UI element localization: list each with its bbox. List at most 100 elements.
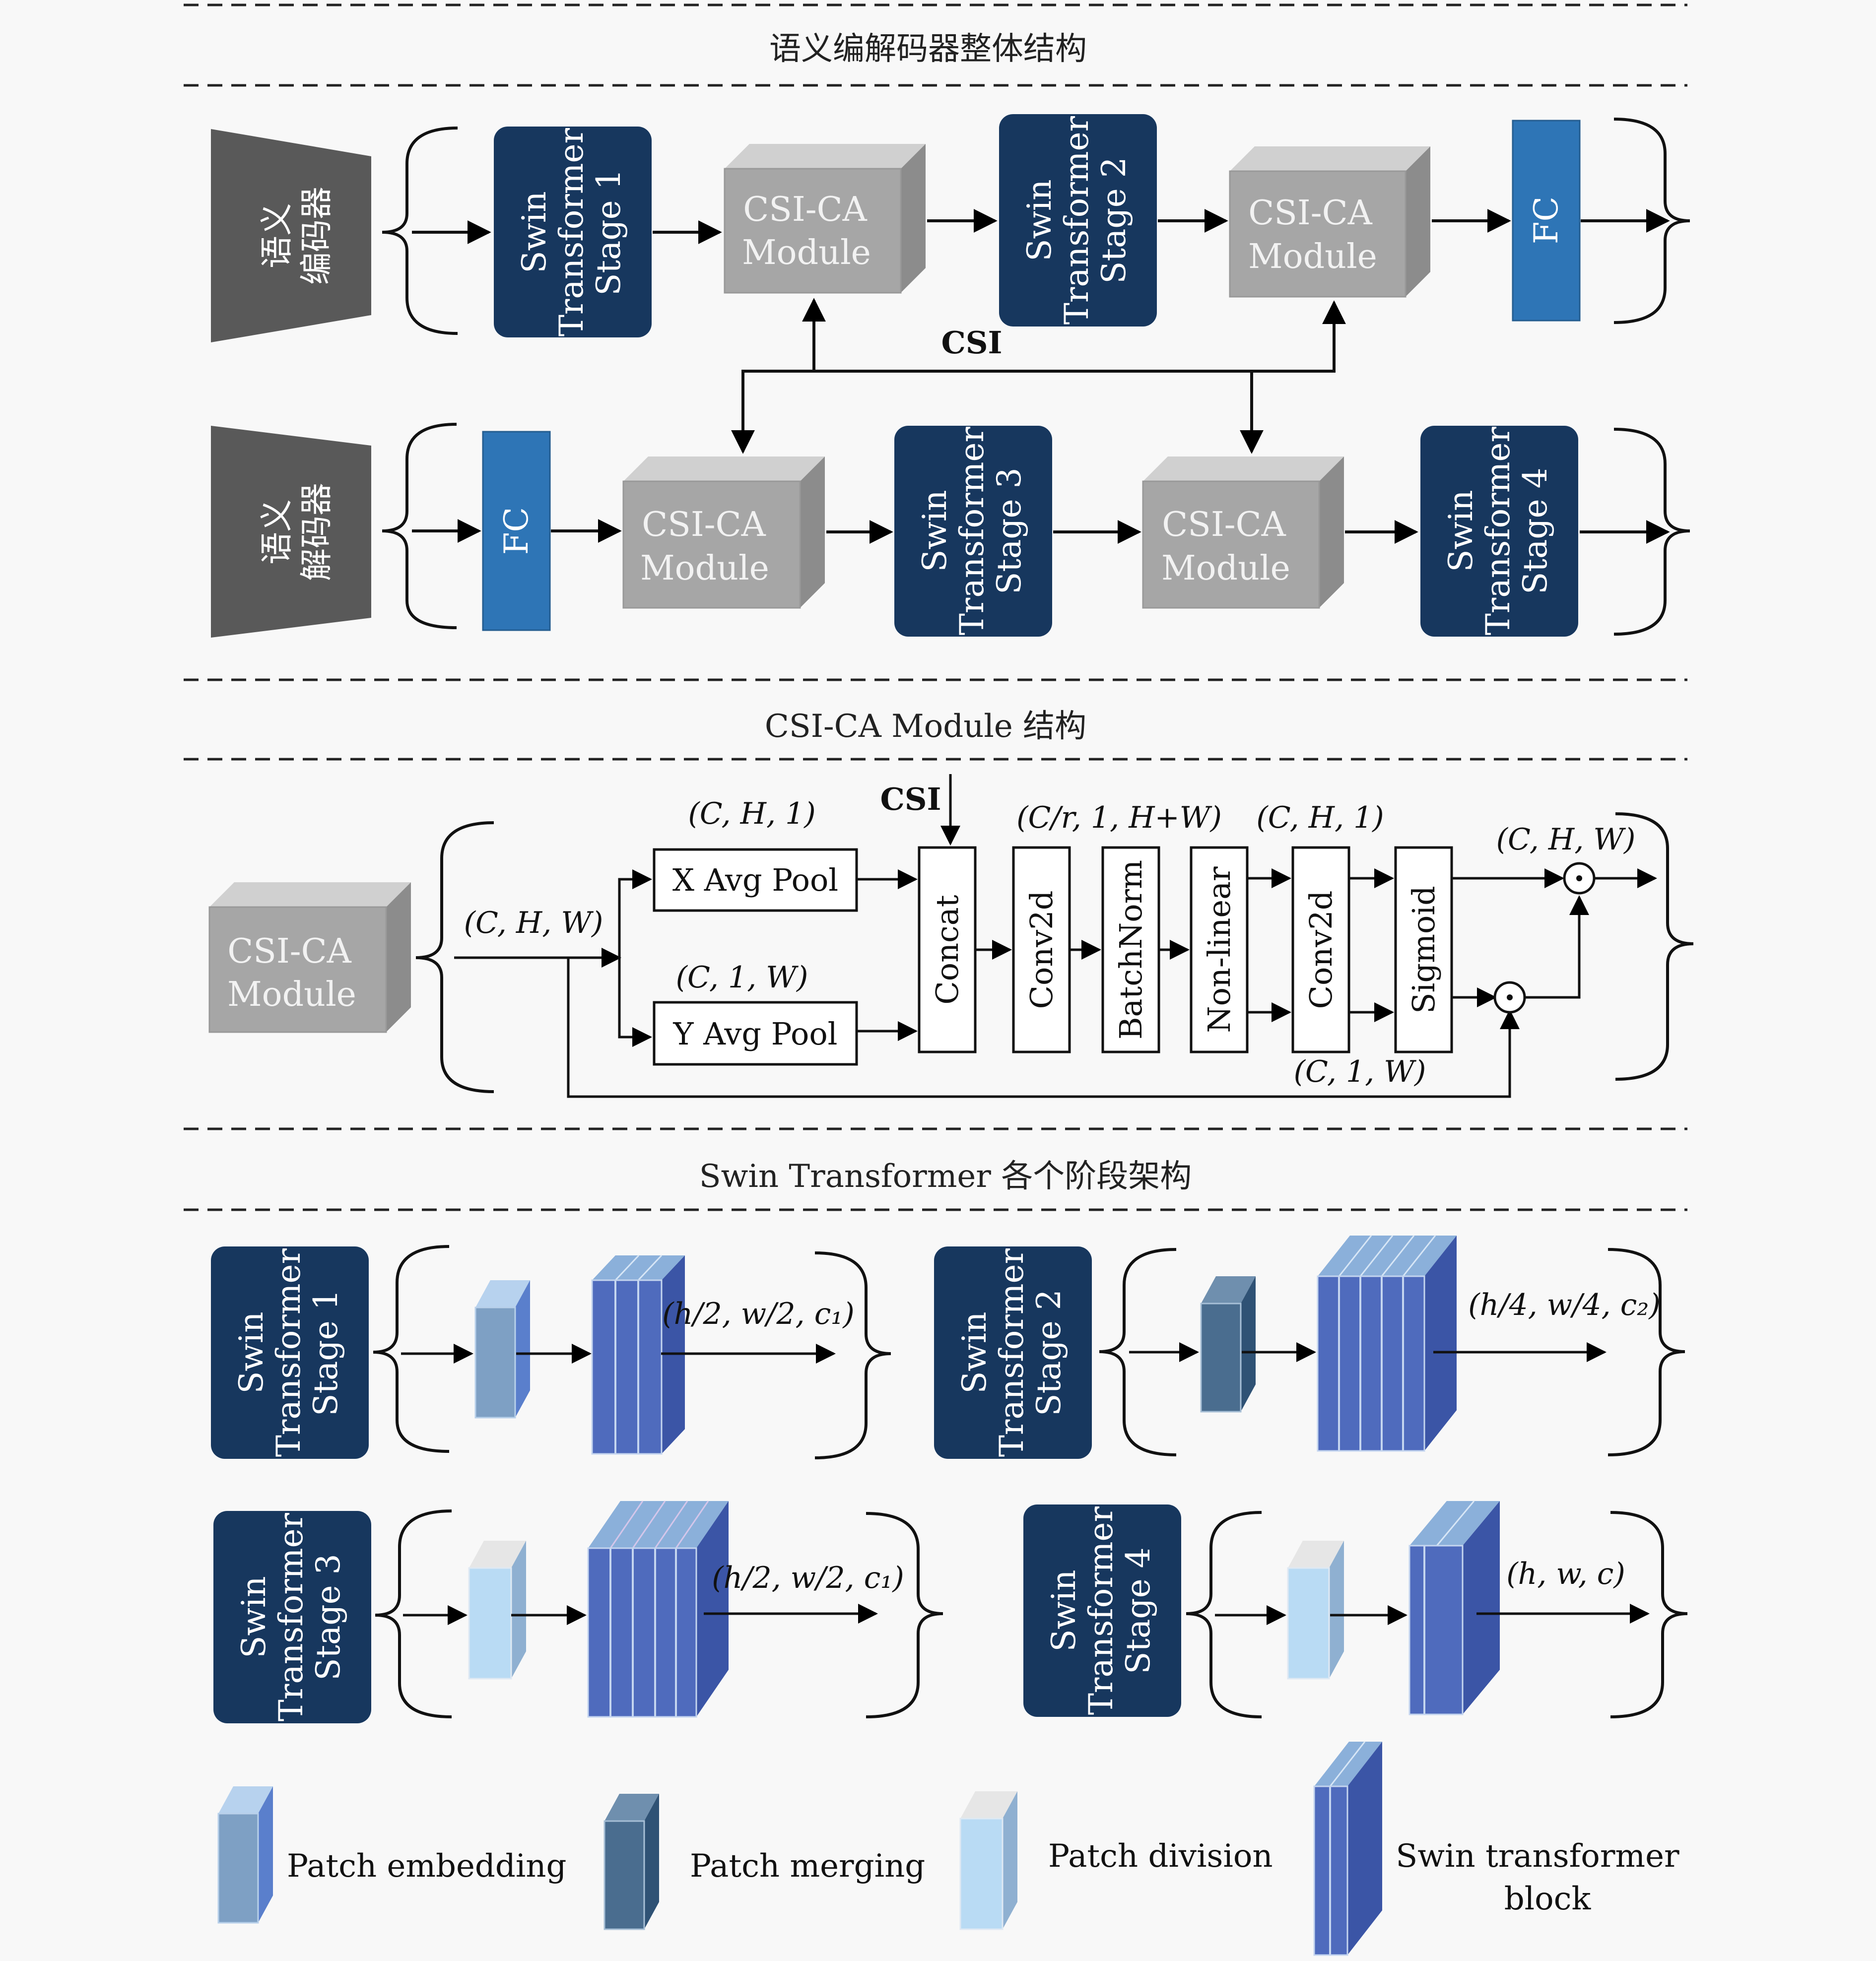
stage-4-output-dim: (h, w, c) (1506, 1557, 1625, 1591)
svg-text:Swin: Swin (1045, 1569, 1083, 1651)
svg-text:Conv2d: Conv2d (1023, 891, 1060, 1009)
svg-text:CSI-CA: CSI-CA (642, 505, 766, 544)
svg-text:Transformer: Transformer (272, 1512, 310, 1721)
svg-text:Y Avg Pool: Y Avg Pool (672, 1016, 837, 1052)
svg-text:Conv2d: Conv2d (1303, 891, 1339, 1009)
svg-text:CSI-CA: CSI-CA (743, 190, 867, 229)
stage-2-output-dim: (h/4, w/4, c₂) (1468, 1288, 1661, 1322)
section-title-swin: Swin Transformer 各个阶段架构 (699, 1158, 1192, 1195)
swin-stage-1-box: Swin Transformer Stage 1 (494, 127, 652, 337)
dim-label-w: (C, 1, W) (1294, 1054, 1426, 1089)
y-avg-pool-box: Y Avg Pool (653, 1001, 858, 1066)
non-linear-box: Non-linear (1190, 846, 1249, 1053)
svg-text:Swin: Swin (955, 1311, 994, 1393)
csi-ca-module-box: CSI-CA Module (1142, 457, 1344, 609)
legend-patch-merging-icon (603, 1794, 659, 1930)
swin-transformer-block-stack (587, 1501, 729, 1718)
brace-left (1186, 1511, 1262, 1718)
svg-text:Swin: Swin (1442, 490, 1480, 572)
svg-text:CSI-CA: CSI-CA (1162, 505, 1286, 544)
svg-text:BatchNorm: BatchNorm (1113, 860, 1149, 1040)
svg-text:X Avg Pool: X Avg Pool (672, 862, 838, 898)
dim-label-x: (C, H, 1) (688, 796, 815, 831)
fc-box: FC (482, 431, 551, 631)
svg-text:Stage 1: Stage 1 (307, 1289, 345, 1416)
swin-stage-2-box: Swin Transformer Stage 2 (934, 1246, 1092, 1459)
svg-text:解码器: 解码器 (297, 483, 335, 581)
swin-transformer-block-stack (1317, 1235, 1457, 1452)
residual-line (567, 958, 1520, 1098)
svg-text:Concat: Concat (929, 895, 965, 1004)
svg-text:Transformer: Transformer (1058, 116, 1096, 325)
svg-text:Stage 2: Stage 2 (1030, 1289, 1068, 1416)
dim-label-out: (C, H, W) (1496, 822, 1636, 857)
dim-label-h: (C, H, 1) (1256, 800, 1384, 835)
legend-swin-block-icon (1313, 1741, 1382, 1956)
swin-stage-4-box: Swin Transformer Stage 4 (1023, 1504, 1181, 1717)
svg-text:Stage 1: Stage 1 (590, 169, 628, 295)
dim-label-reduced: (C/r, 1, H+W) (1016, 800, 1222, 835)
brace-right (1610, 1511, 1688, 1718)
csi-ca-module-box: CSI-CA Module (208, 882, 411, 1033)
svg-text:FC: FC (1527, 196, 1565, 244)
svg-text:语义: 语义 (258, 203, 296, 268)
svg-text:Sigmoid: Sigmoid (1406, 886, 1442, 1014)
flow-line (1525, 895, 1589, 999)
svg-text:Stage 4: Stage 4 (1516, 467, 1554, 594)
brace-right (1615, 812, 1694, 1081)
dim-label-input: (C, H, W) (464, 906, 603, 940)
svg-text:Swin: Swin (916, 490, 954, 572)
legend-swin-block-label: block (1504, 1881, 1592, 1917)
svg-text:CSI-CA: CSI-CA (227, 932, 351, 971)
svg-text:FC: FC (497, 507, 536, 555)
semantic-decoder-block: 语义 解码器 (211, 426, 371, 638)
brace-right (866, 1512, 943, 1718)
swin-stage-3-box: Swin Transformer Stage 3 (894, 426, 1052, 637)
multiply-node (1563, 862, 1596, 895)
brace-right (1608, 1248, 1685, 1456)
svg-text:Module: Module (1161, 549, 1290, 588)
conv2d-box-2: Conv2d (1291, 846, 1350, 1053)
brace-left (415, 821, 494, 1093)
fc-box: FC (1512, 120, 1581, 322)
legend-patch-embedding-label: Patch embedding (287, 1848, 566, 1885)
svg-text:Module: Module (640, 549, 769, 588)
svg-text:Transformer: Transformer (953, 426, 991, 635)
svg-text:Swin: Swin (235, 1576, 273, 1658)
swin-stage-1-box: Swin Transformer Stage 1 (211, 1246, 369, 1459)
svg-text:Stage 4: Stage 4 (1119, 1547, 1157, 1674)
patch-embedding-block (474, 1280, 530, 1419)
brace-left (382, 423, 457, 629)
svg-text:Module: Module (227, 975, 356, 1014)
svg-text:Transformer: Transformer (993, 1248, 1031, 1457)
csi-label-module: CSI (880, 781, 941, 817)
svg-text:CSI-CA: CSI-CA (1248, 194, 1372, 233)
swin-stage-4-box: Swin Transformer Stage 4 (1420, 426, 1578, 637)
batchnorm-box: BatchNorm (1101, 846, 1160, 1053)
brace-right (814, 1251, 891, 1459)
brace-left (382, 127, 458, 335)
csi-ca-module-box: CSI-CA Module (724, 144, 926, 294)
swin-transformer-block-stack (1408, 1501, 1500, 1715)
csi-ca-module-box: CSI-CA Module (622, 457, 825, 609)
swin-stage-3-box: Swin Transformer Stage 3 (213, 1511, 371, 1723)
legend-patch-merging-label: Patch merging (690, 1848, 925, 1885)
legend-patch-division-icon (959, 1791, 1017, 1930)
brace-right (1613, 428, 1690, 636)
stage-1-output-dim: (h/2, w/2, c₁) (662, 1297, 855, 1331)
svg-text:Swin: Swin (515, 191, 553, 273)
patch-division-block (468, 1541, 526, 1680)
legend-patch-division-label: Patch division (1048, 1838, 1273, 1875)
svg-text:编码器: 编码器 (297, 187, 335, 285)
svg-text:Swin: Swin (232, 1311, 270, 1393)
semantic-encoder-block: 语义 编码器 (211, 129, 371, 342)
svg-text:Module: Module (1248, 237, 1377, 276)
swin-stage-2-box: Swin Transformer Stage 2 (999, 114, 1157, 327)
brace-left (1099, 1248, 1177, 1456)
svg-text:Transformer: Transformer (1082, 1506, 1120, 1715)
svg-text:Swin: Swin (1020, 179, 1059, 261)
conv2d-box: Conv2d (1012, 846, 1071, 1053)
csi-ca-module-box: CSI-CA Module (1229, 146, 1430, 298)
section-title-csi-ca: CSI-CA Module 结构 (765, 708, 1086, 745)
concat-box: Concat (918, 846, 977, 1053)
